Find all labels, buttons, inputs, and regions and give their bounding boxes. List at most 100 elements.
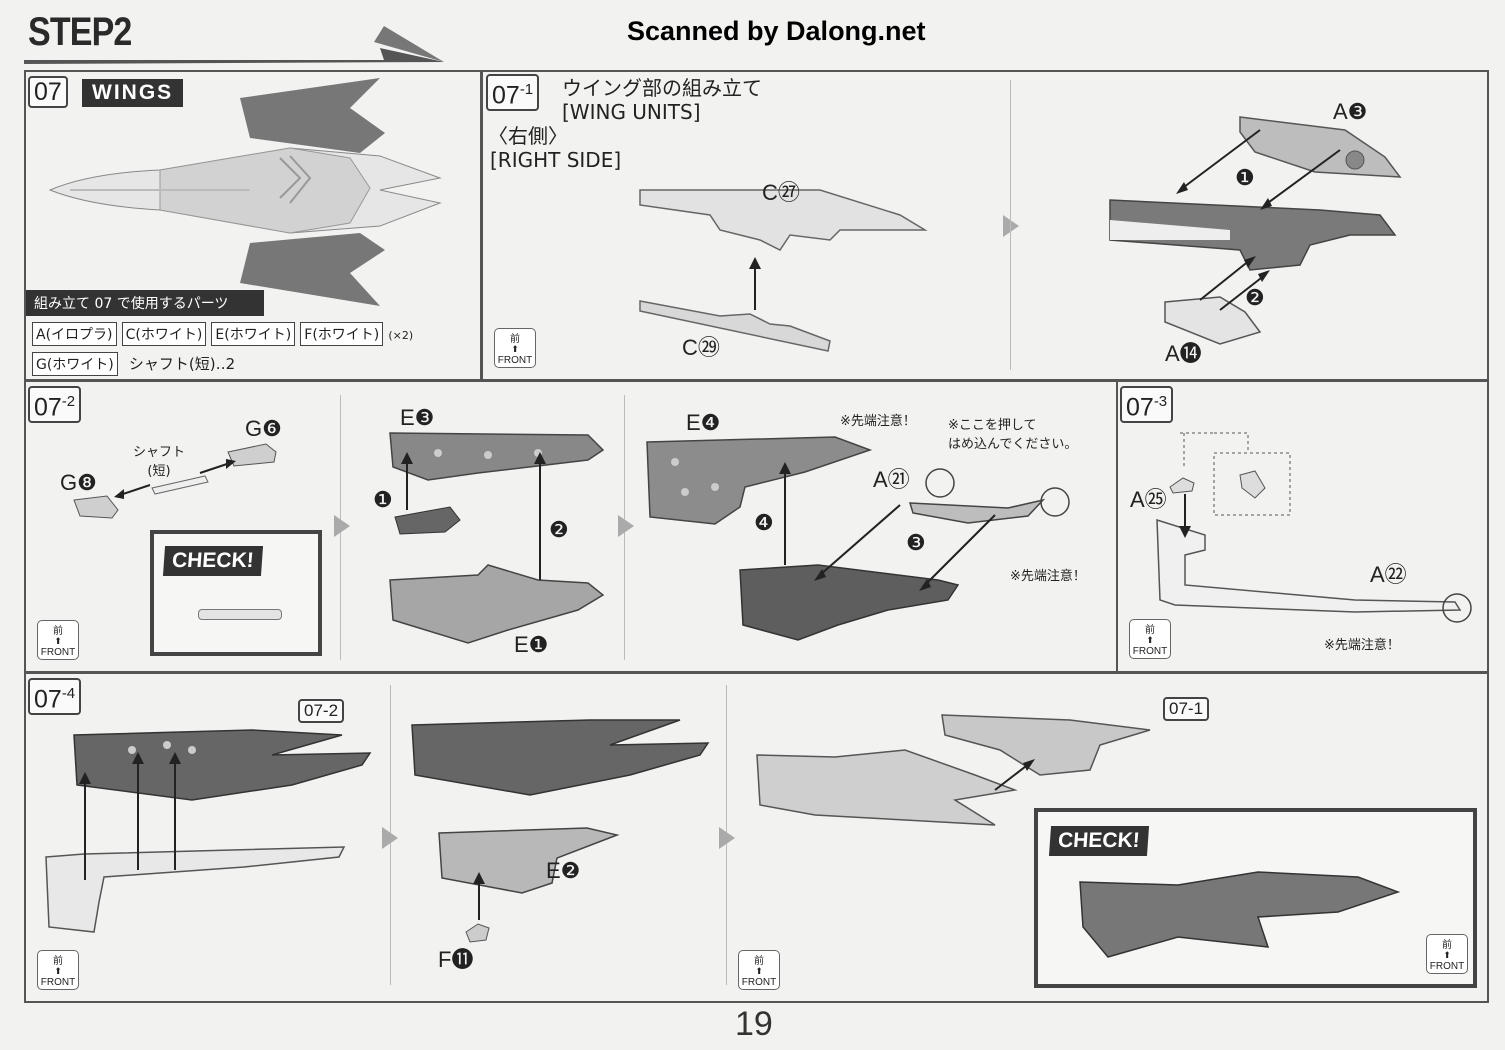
- wing-overview-illustration: [48, 78, 442, 306]
- section-07-2-number: 07-2: [28, 386, 82, 424]
- arrows-shaft-07-2: [114, 459, 236, 499]
- wing-part-c29: [639, 300, 831, 352]
- next-arrow-07-4-b: [719, 827, 735, 849]
- front-icon-07-3: 前⬆FRONT: [1129, 619, 1171, 659]
- part-e3: [389, 432, 605, 481]
- next-arrow-07-2-a: [334, 515, 350, 537]
- section-07-1-side-jp: 〈右側〉: [488, 124, 568, 148]
- label-a3: A❸: [1333, 99, 1368, 124]
- step-marker-2-07-1: ❷: [1245, 285, 1265, 310]
- part-g: G(ホワイト): [32, 352, 118, 376]
- wing-part-a3: [1239, 116, 1402, 178]
- step-marker-4-07-2: ❹: [754, 510, 774, 535]
- check-wing-07-4: [1079, 871, 1401, 958]
- section-07-title: WINGS: [82, 79, 184, 107]
- arrows-07-4-left: [79, 752, 181, 880]
- arrow-07-4-final: [994, 759, 1035, 791]
- part-f11: [465, 923, 490, 943]
- label-a14: A⓮: [1165, 341, 1202, 366]
- step-marker-3-07-2: ❸: [906, 530, 926, 555]
- ref-07-1: 07-1: [1163, 697, 1210, 721]
- step-title: STEP2: [28, 10, 132, 54]
- arrows-07-2-mid: [401, 452, 546, 580]
- part-e4: [646, 436, 873, 525]
- check-box-07-4: CHECK! 前⬆FRONT: [1034, 808, 1477, 988]
- front-icon-07-4-a: 前⬆FRONT: [37, 950, 79, 990]
- label-a21: A㉑: [873, 467, 910, 492]
- wing-main-07-4-final: [756, 749, 1018, 826]
- step-arrow: [24, 26, 444, 64]
- wing-unit-07-1-result: [941, 714, 1151, 776]
- section-07-1-number: 07-1: [486, 74, 540, 112]
- part-g8: [73, 495, 119, 519]
- label-e3: E❸: [400, 405, 435, 430]
- wing-assembly-main-07-1: [1109, 199, 1397, 271]
- part-a25: [1169, 477, 1195, 494]
- note-tip2-07-2: ※先端注意！: [1010, 569, 1086, 584]
- label-e1: E❶: [514, 632, 549, 657]
- tip-circles-07-2: [925, 468, 1070, 517]
- check-tag-07-4: CHECK!: [1048, 826, 1149, 856]
- wing-part-a22-07-4: [45, 846, 346, 933]
- detail-box-07-3: [1180, 432, 1291, 516]
- arrows-07-2-right: [779, 462, 996, 591]
- part-e2: [438, 827, 620, 894]
- section-07-4-panel: [24, 672, 1489, 1003]
- front-icon-07-4-b: 前⬆FRONT: [738, 950, 780, 990]
- part-assembly-07-2: [739, 564, 960, 641]
- wing-assembly-07-4-mid: [411, 719, 710, 796]
- section-07-4-number: 07-4: [28, 678, 82, 716]
- part-g-sub-07-2: [394, 506, 461, 535]
- parts-list-row1: A(イロプラ) C(ホワイト) E(ホワイト) F(ホワイト) (×2): [32, 322, 413, 346]
- part-e: E(ホワイト): [211, 322, 296, 346]
- wing-assembly-07-2-result: [73, 729, 372, 801]
- note-tip1-07-2: ※先端注意！: [840, 414, 916, 429]
- label-g8: G❽: [60, 470, 97, 495]
- step-marker-1-07-1: ❶: [1235, 165, 1255, 190]
- section-07-1-side-en: [RIGHT SIDE]: [490, 148, 622, 172]
- step-marker-1-07-2: ❶: [373, 487, 393, 512]
- next-arrow-07-4-a: [382, 827, 398, 849]
- label-c27: C㉗: [762, 180, 800, 205]
- shaft-short: [151, 475, 209, 495]
- parts-list-header: 組み立て 07 で使用するパーツ: [26, 290, 264, 316]
- label-a25: A㉕: [1130, 487, 1167, 512]
- arrow-a25-07-3: [1179, 494, 1191, 538]
- section-07-1-title-jp: ウイング部の組み立て: [562, 76, 762, 100]
- label-e2: E❷: [546, 858, 581, 883]
- note-tip-07-3: ※先端注意！: [1324, 638, 1400, 653]
- scan-credit: Scanned by Dalong.net: [627, 16, 926, 46]
- next-arrow-07-1: [1003, 215, 1019, 237]
- part-a22: [1156, 518, 1472, 623]
- page-number: 19: [735, 1005, 773, 1043]
- check-tag-07-2: CHECK!: [162, 546, 263, 576]
- step-marker-2-07-2: ❷: [549, 517, 569, 542]
- check-box-07-2: CHECK!: [150, 530, 322, 656]
- wing-part-c27: [639, 189, 928, 251]
- label-f11: F⓫: [438, 947, 474, 972]
- part-c: C(ホワイト): [121, 322, 207, 346]
- part-e1: [389, 564, 605, 644]
- part-a: A(イロプラ): [32, 322, 117, 346]
- section-07-1-title-en: [WING UNITS]: [562, 100, 701, 124]
- label-g6: G❻: [245, 416, 282, 441]
- label-c29: C㉙: [682, 335, 720, 360]
- next-arrow-07-2-b: [618, 515, 634, 537]
- part-a21: [908, 498, 1046, 524]
- part-f: F(ホワイト): [300, 322, 384, 346]
- wing-part-a14: [1164, 296, 1262, 345]
- shaft-label-07-2: シャフト (短): [133, 445, 186, 479]
- ref-07-2: 07-2: [298, 699, 345, 723]
- label-a22: A㉒: [1370, 562, 1407, 587]
- note-press-07-2: ※ここを押して はめ込んでください。: [948, 418, 1078, 452]
- check-shaft-07-2: [198, 609, 282, 620]
- section-07-number: 07: [28, 76, 68, 108]
- assembly-arrows-07-1: [1176, 129, 1341, 311]
- arrow-f11-07-4: [473, 872, 485, 920]
- front-icon-07-4-c: 前⬆FRONT: [1426, 934, 1468, 974]
- part-f-multiplier: (×2): [388, 329, 414, 342]
- arrow-c29-to-c27: [749, 257, 761, 310]
- part-g6: [227, 443, 277, 467]
- front-icon-07-1: 前⬆FRONT: [494, 328, 536, 368]
- front-icon-07-2: 前⬆FRONT: [37, 620, 79, 660]
